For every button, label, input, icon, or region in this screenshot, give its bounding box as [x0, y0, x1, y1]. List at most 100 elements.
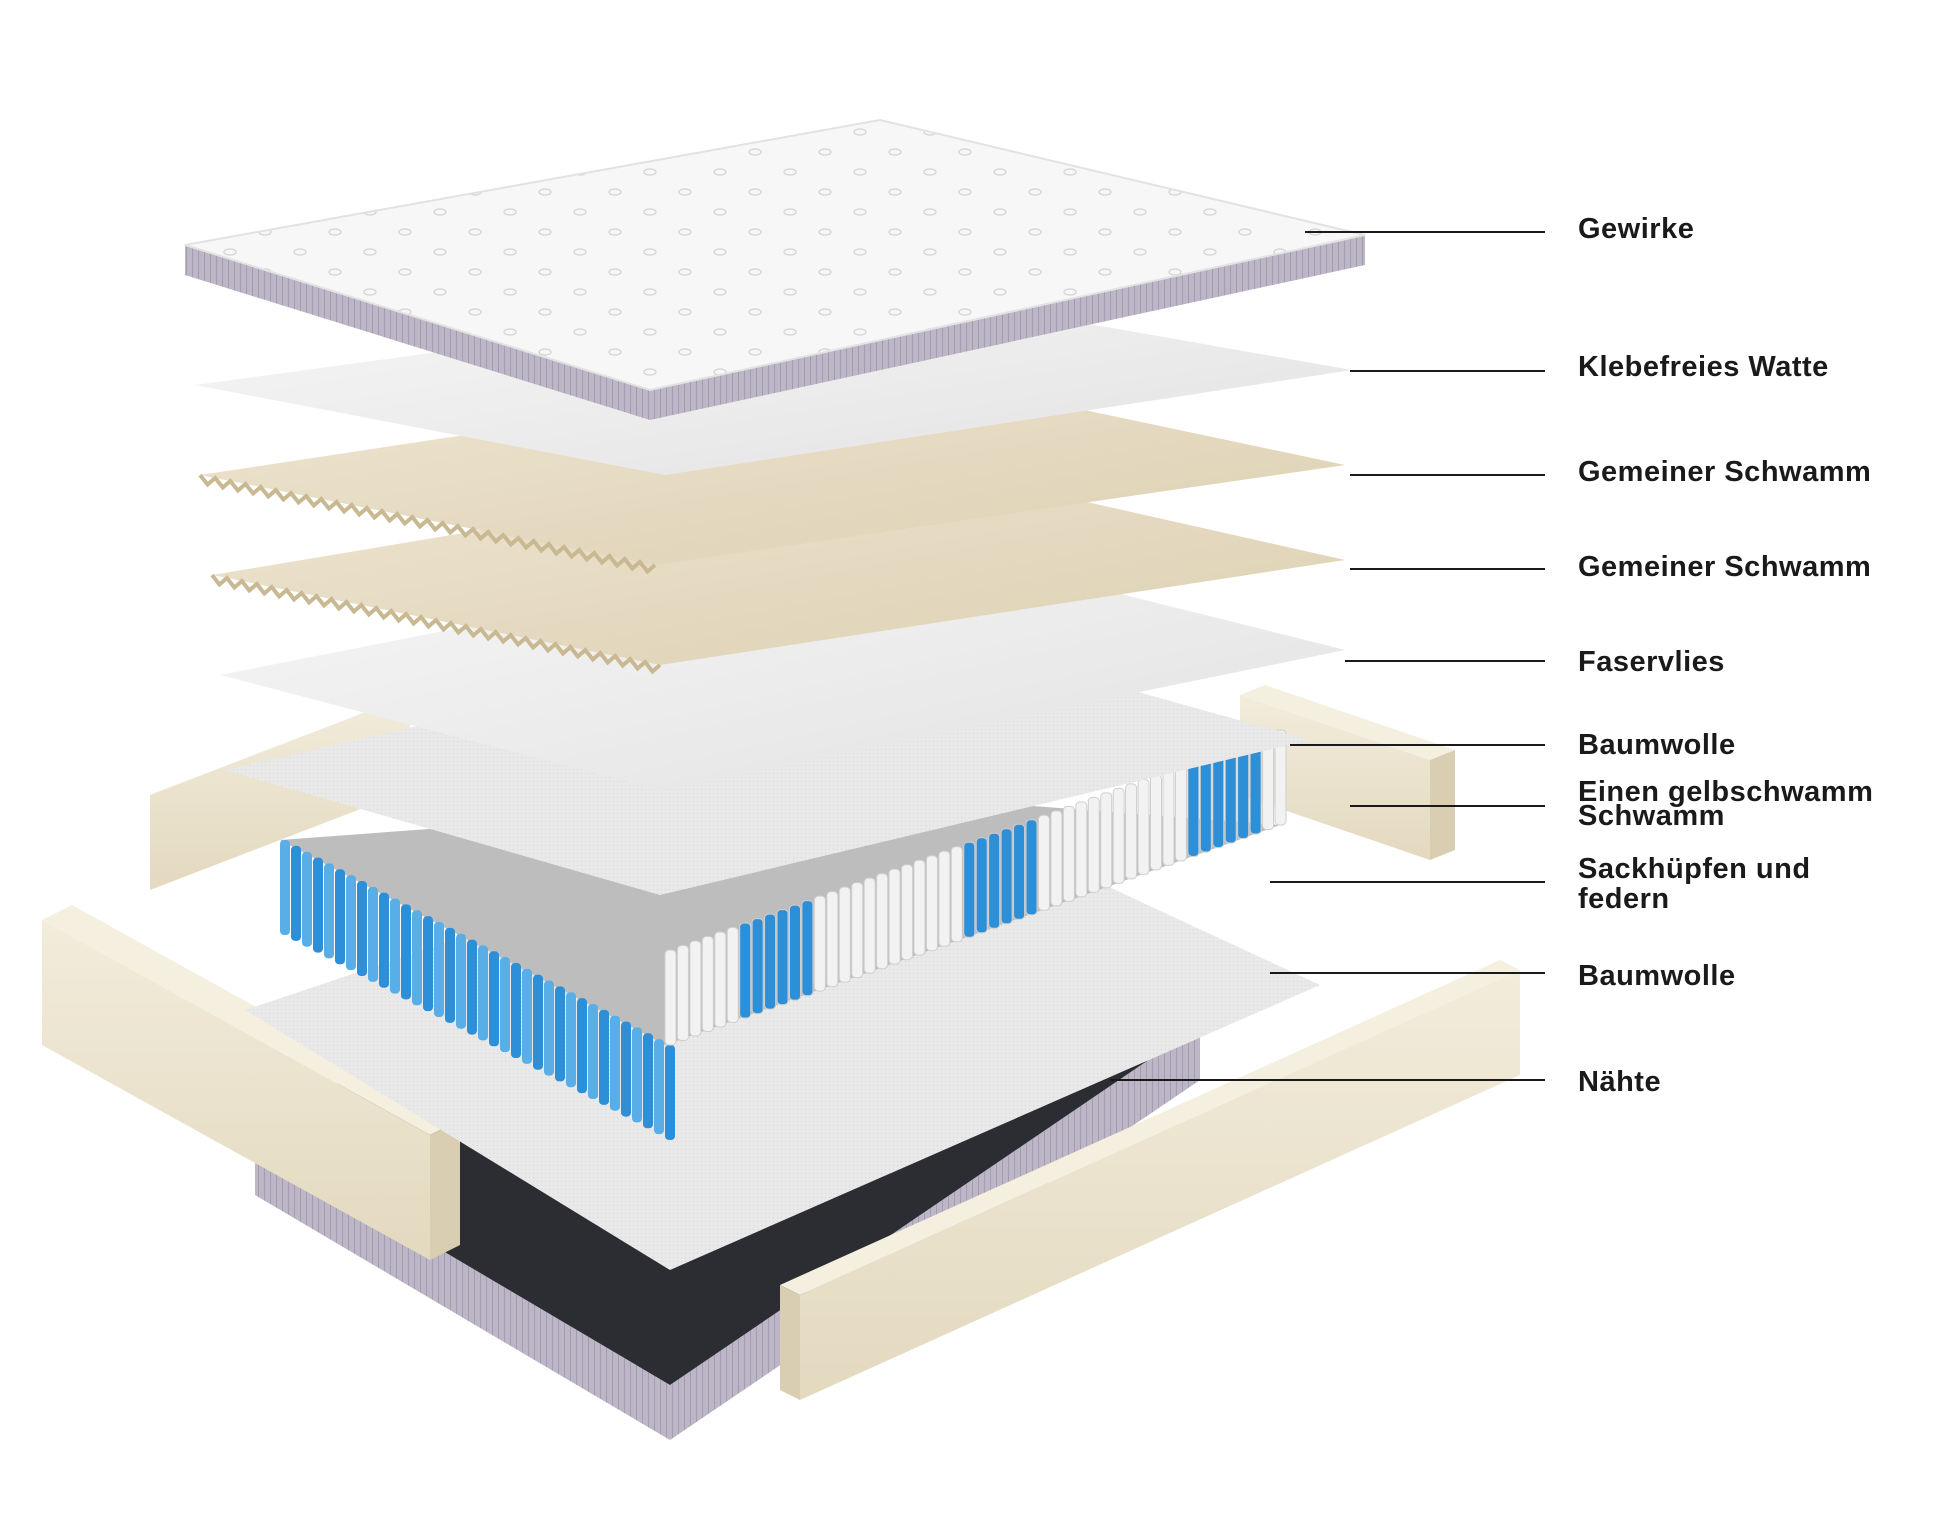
spring-pocket	[313, 857, 323, 953]
spring-pocket	[689, 940, 702, 1037]
spring-pocket	[643, 1033, 653, 1129]
spring-pocket	[1062, 805, 1075, 902]
spring-pocket	[302, 851, 312, 947]
label-gewirke: Gewirke	[1578, 213, 1695, 245]
spring-pocket	[588, 1004, 598, 1099]
label-gelbschwamm: Einen gelbschwamm Schwamm	[1578, 776, 1874, 832]
spring-pocket	[1174, 765, 1187, 862]
label-schwamm-2: Gemeiner Schwamm	[1578, 551, 1872, 583]
spring-pocket	[1199, 756, 1212, 853]
spring-pocket	[726, 927, 739, 1024]
spring-pocket	[813, 895, 826, 992]
spring-pocket	[938, 850, 951, 947]
spring-pocket	[1013, 823, 1026, 920]
spring-pocket	[423, 916, 433, 1012]
spring-pocket	[478, 945, 488, 1041]
spring-pocket	[963, 841, 976, 938]
spring-pocket	[1237, 742, 1250, 839]
spring-pocket	[739, 922, 752, 1019]
label-watte: Klebefreies Watte	[1578, 351, 1829, 383]
spring-pocket	[544, 980, 554, 1076]
spring-pocket	[1000, 828, 1013, 925]
spring-pocket	[335, 869, 345, 965]
label-schwamm-1: Gemeiner Schwamm	[1578, 456, 1872, 488]
spring-pocket	[291, 845, 301, 941]
spring-pocket	[701, 936, 714, 1033]
spring-pocket	[621, 1021, 631, 1117]
spring-pocket	[1112, 787, 1125, 884]
spring-pocket	[357, 881, 367, 976]
spring-pocket	[1125, 783, 1138, 880]
spring-pocket	[577, 998, 587, 1094]
spring-pocket	[346, 875, 356, 971]
spring-pocket	[665, 1045, 675, 1140]
spring-pocket	[714, 931, 727, 1028]
spring-pocket	[988, 832, 1001, 929]
spring-pocket	[975, 837, 988, 934]
label-federn-line1: Sackhüpfen und	[1578, 853, 1811, 885]
spring-pocket	[838, 886, 851, 983]
label-faservlies: Faservlies	[1578, 646, 1725, 678]
spring-pocket	[445, 927, 455, 1023]
spring-pocket	[676, 945, 689, 1042]
spring-pocket	[1162, 769, 1175, 866]
spring-pocket	[1187, 760, 1200, 857]
label-federn: Sackhüpfen und federn	[1578, 854, 1811, 914]
spring-pocket	[401, 904, 411, 1000]
spring-pocket	[522, 968, 532, 1064]
spring-pocket	[776, 909, 789, 1006]
label-naehte: Nähte	[1578, 1066, 1662, 1098]
label-baumwolle-2: Baumwolle	[1578, 960, 1736, 992]
label-baumwolle-1: Baumwolle	[1578, 729, 1736, 761]
spring-pocket	[751, 918, 764, 1015]
spring-pocket	[368, 886, 378, 982]
spring-pocket	[851, 882, 864, 979]
spring-pocket	[390, 898, 400, 994]
knit-cover	[184, 118, 1366, 420]
label-federn-line2: federn	[1578, 883, 1670, 915]
spring-pocket	[379, 892, 389, 988]
spring-pocket	[324, 863, 334, 959]
spring-pocket	[1037, 814, 1050, 911]
front-right-foam-beam	[780, 960, 1520, 1400]
spring-pocket	[1025, 819, 1038, 916]
spring-pocket	[654, 1039, 664, 1135]
spring-pocket	[434, 922, 444, 1017]
spring-pocket	[1224, 747, 1237, 844]
spring-pocket	[500, 957, 510, 1053]
spring-pocket	[412, 910, 422, 1006]
spring-pocket	[1274, 729, 1287, 826]
spring-pocket	[925, 855, 938, 952]
spring-pocket	[950, 846, 963, 943]
foam-layer-2	[210, 460, 1345, 675]
spring-pocket	[1150, 774, 1163, 871]
spring-pocket	[801, 900, 814, 997]
label-gelbschwamm-line2: Schwamm	[1578, 800, 1725, 832]
label-gelbschwamm-line1: Einen gelbschwamm	[1578, 776, 1874, 808]
spring-pocket	[913, 859, 926, 956]
spring-pocket	[901, 864, 914, 961]
spring-pocket	[555, 986, 565, 1082]
spring-pocket	[1100, 792, 1113, 889]
spring-pocket	[511, 963, 521, 1058]
spring-pocket	[876, 873, 889, 970]
spring-pocket	[863, 877, 876, 974]
spring-pocket	[664, 949, 677, 1046]
spring-pocket	[1050, 810, 1063, 907]
spring-pocket	[788, 904, 801, 1001]
spring-pocket	[599, 1009, 609, 1105]
bottom-cotton-sheet	[245, 790, 1320, 1270]
spring-pocket	[610, 1015, 620, 1111]
spring-pocket	[826, 891, 839, 988]
foam-layer-1	[198, 370, 1345, 575]
spring-pocket	[456, 933, 466, 1029]
spring-pocket	[489, 951, 499, 1047]
pocket-spring-block	[280, 729, 1287, 1140]
spring-pocket	[566, 992, 576, 1088]
spring-pocket	[1137, 778, 1150, 875]
spring-pocket	[764, 913, 777, 1010]
leader-lines	[1110, 231, 1545, 1081]
spring-pocket	[1075, 801, 1088, 898]
spring-pocket	[467, 939, 477, 1035]
